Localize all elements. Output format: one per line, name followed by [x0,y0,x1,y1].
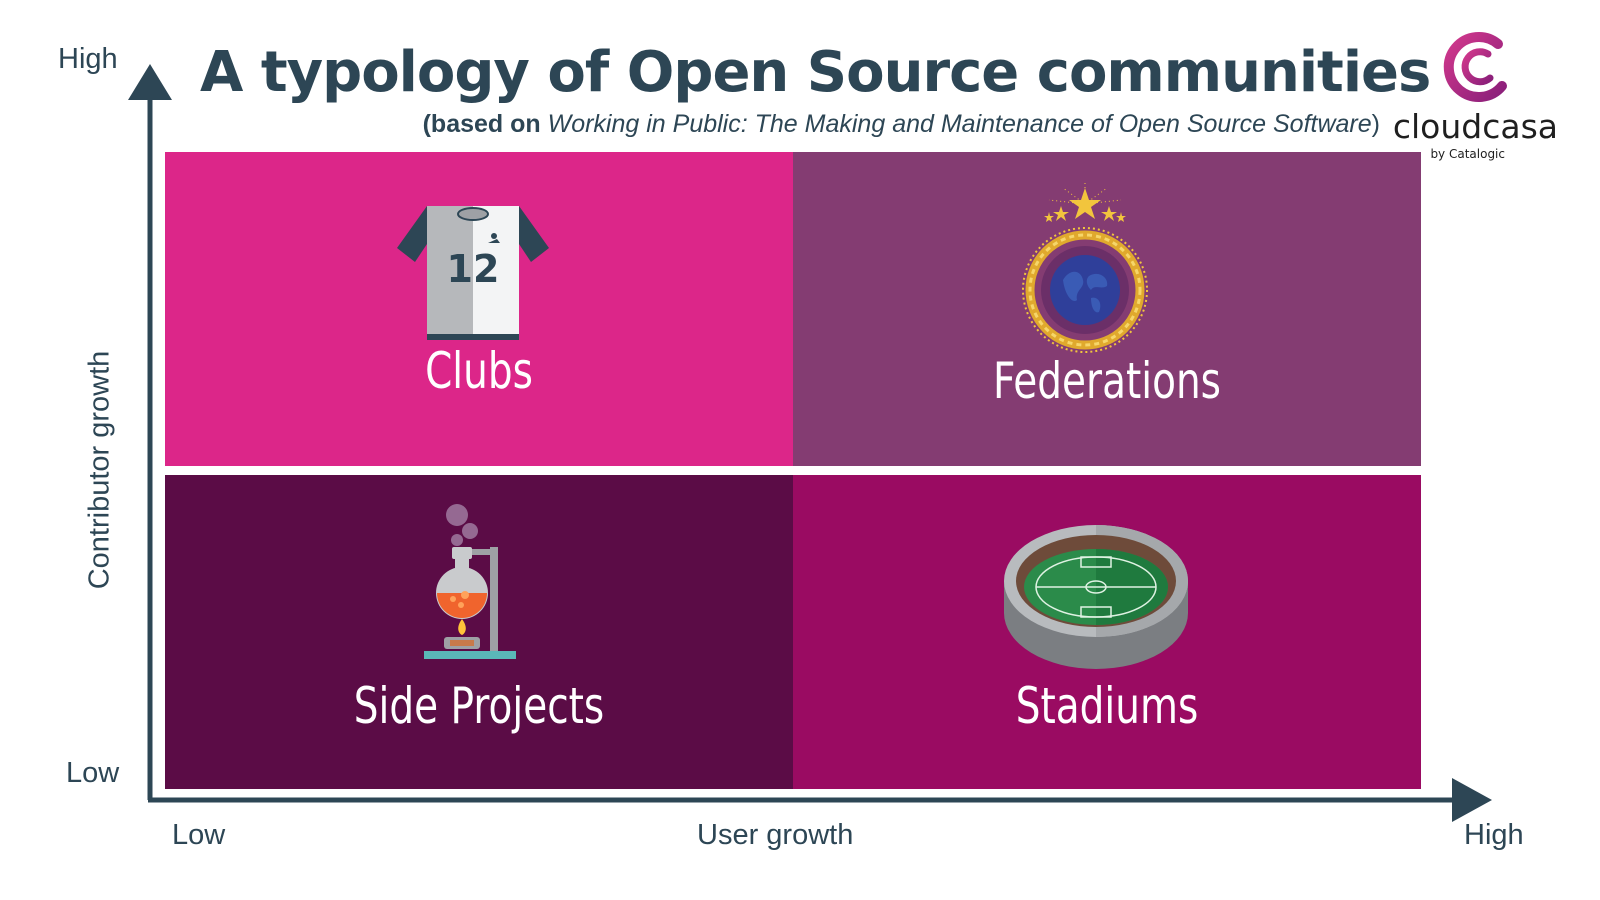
x-axis-title: User growth [697,819,854,851]
y-axis-low-label: Low [66,757,120,789]
globe-emblem-icon [1022,182,1148,353]
quadrant-label-stadiums: Stadiums [1015,677,1199,735]
x-axis-low-label: Low [172,819,226,851]
jersey-number: 12 [447,247,500,291]
page-subtitle: (based on Working in Public: The Making … [423,110,1380,139]
y-axis-title: Contributor growth [83,350,116,590]
logo-wordmark: cloudcasa [1392,107,1558,146]
subtitle-suffix: ) [1371,110,1380,138]
quadrant-stadiums: Stadiums [793,475,1421,789]
quadrant-label-clubs: Clubs [425,342,533,400]
y-axis-arrow-icon [128,64,172,100]
jersey-icon: 12 [397,206,549,340]
subtitle-book-title: Working in Public: The Making and Mainte… [547,110,1372,138]
quadrant-federations: Federations [793,152,1421,466]
subtitle-prefix: (based on [422,110,548,138]
stadium-icon [1004,525,1188,669]
quadrant-side-projects: Side Projects [165,475,793,789]
quadrant-label-side-projects: Side Projects [353,677,605,735]
cloudcasa-logo-icon [1443,32,1507,103]
quadrant-label-federations: Federations [992,352,1222,410]
x-axis-high-label: High [1464,819,1524,851]
x-axis-arrow-icon [1452,778,1492,822]
quadrant-clubs: 12 Clubs [165,152,793,466]
y-axis-high-label: High [58,43,118,75]
page-title: A typology of Open Source communities [200,40,1431,105]
lab-flask-icon [424,504,516,659]
logo-byline: by Catalogic [1430,147,1505,161]
